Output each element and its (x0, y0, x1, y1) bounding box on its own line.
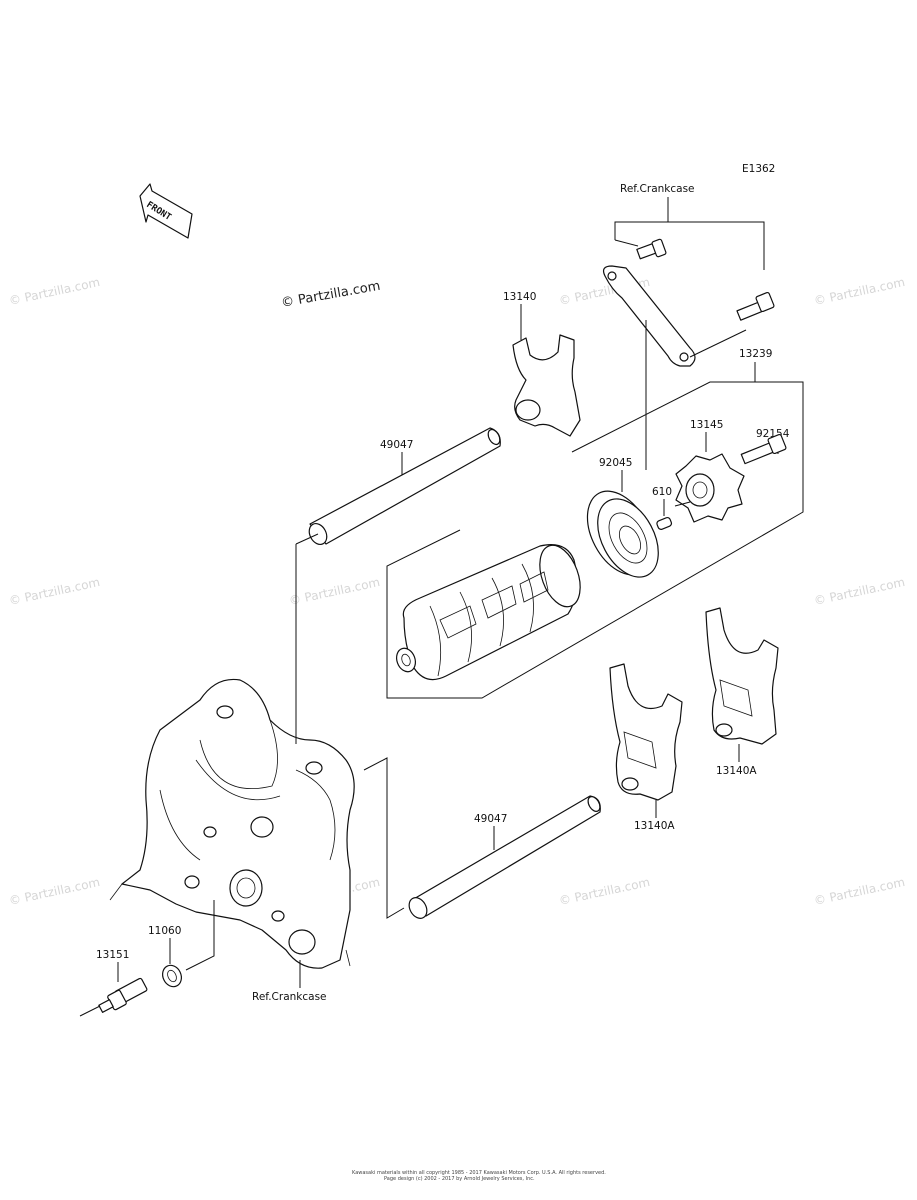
partzilla-watermark: © Partzilla.com (280, 279, 381, 311)
shift-fork-13140A-right: 13140A (705, 607, 779, 777)
svg-text:13140A: 13140A (716, 765, 757, 777)
svg-text:92045: 92045 (599, 457, 632, 469)
shift-fork-13140A-middle: 13140A (609, 663, 683, 832)
svg-text:13140A: 13140A (634, 820, 675, 832)
bolt (636, 238, 667, 260)
diagram-code: E1362 (742, 163, 775, 175)
bolt-92154: 92154 (740, 428, 790, 465)
crankcase (109, 533, 355, 969)
washer-11060: 11060 (148, 900, 215, 988)
bearing-92045: 92045 (586, 320, 659, 578)
shift-drum (395, 544, 581, 681)
svg-text:610: 610 (652, 486, 672, 498)
svg-text:13151: 13151 (96, 949, 129, 961)
svg-text:13140: 13140 (503, 291, 536, 303)
ref-crankcase-bottom: Ref.Crankcase (252, 991, 327, 1003)
footer-copyright: Kawasaki materials within all copyright … (352, 1170, 606, 1176)
svg-text:11060: 11060 (148, 925, 181, 937)
neutral-switch-13151: 13151 (79, 949, 148, 1017)
shift-rod-49047-top: 49047 (308, 427, 501, 546)
watermark: © Partzilla.com (813, 875, 906, 908)
watermark: © Partzilla.com (8, 875, 101, 908)
ref-crankcase-top: Ref.Crankcase (602, 183, 775, 367)
svg-text:13239: 13239 (739, 348, 772, 360)
gear-positioner-13145: 13145 (674, 419, 745, 523)
stopper-plate (602, 265, 696, 367)
watermark: © Partzilla.com (288, 575, 381, 608)
drum-assembly-13239: 13239 (386, 348, 804, 699)
svg-text:Ref.Crankcase: Ref.Crankcase (620, 183, 695, 195)
watermark: © Partzilla.com (558, 875, 651, 908)
front-arrow-icon: FRONT (139, 183, 193, 239)
pin-610: 610 (652, 486, 673, 530)
watermark: © Partzilla.com (813, 275, 906, 308)
watermark: © Partzilla.com (8, 575, 101, 608)
watermark: © Partzilla.com (8, 275, 101, 308)
svg-text:49047: 49047 (380, 439, 413, 451)
bolt (736, 291, 775, 321)
svg-text:49047: 49047 (474, 813, 507, 825)
watermark: © Partzilla.com (813, 575, 906, 608)
svg-text:13145: 13145 (690, 419, 723, 431)
shift-fork-13140: 13140 (503, 291, 581, 437)
shift-rod-49047-bottom: 49047 (363, 757, 601, 919)
footer-design-credit: Page design (c) 2002 - 2017 by Arnold Je… (384, 1176, 535, 1182)
